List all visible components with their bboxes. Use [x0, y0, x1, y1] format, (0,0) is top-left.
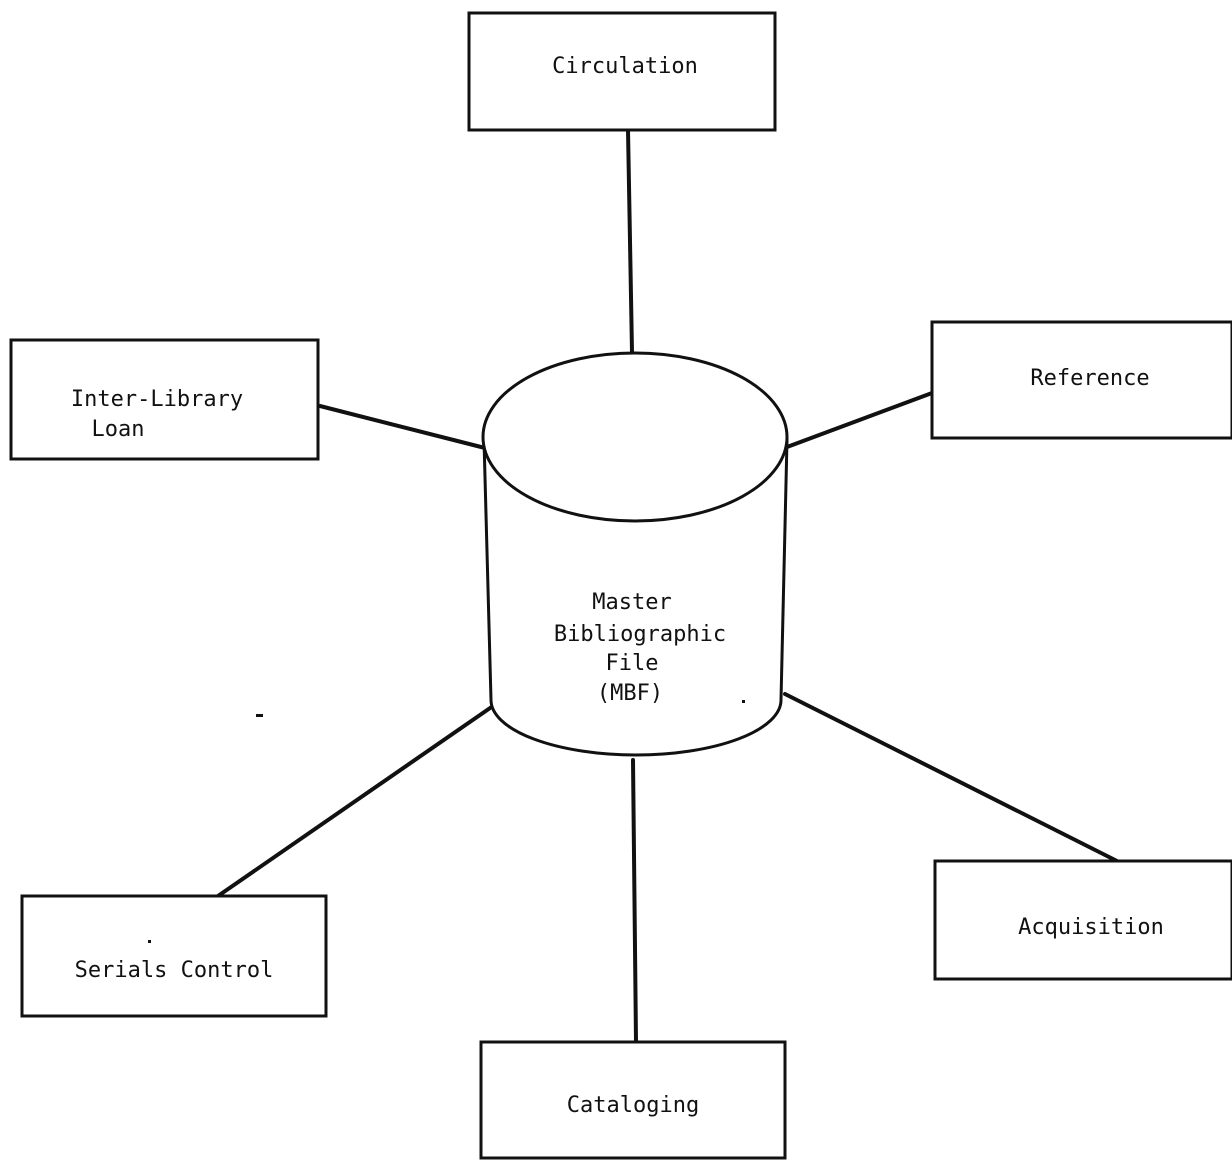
node-circulation-label: Circulation	[552, 54, 698, 79]
center-label-line-1: Master	[592, 590, 671, 615]
cylinder-top	[481, 351, 789, 523]
node-circulation-box	[467, 11, 777, 132]
node-acquisition: Acquisition	[933, 859, 1232, 981]
node-interlibrary-loan-box	[9, 338, 320, 461]
node-reference-label: Reference	[1030, 366, 1149, 391]
connector-acquisition	[783, 692, 1119, 863]
center-label-line-2: Bibliographic	[554, 622, 726, 647]
node-interlibrary-loan-label-line-2: Loan	[92, 417, 145, 442]
node-reference: Reference	[930, 320, 1232, 440]
connector-interlibrary-loan	[318, 404, 487, 450]
node-serials-control-label: Serials Control	[75, 958, 274, 983]
connector-reference	[785, 391, 934, 449]
cylinder-body	[482, 438, 789, 757]
scan-speck	[148, 940, 151, 943]
node-serials-control-box	[20, 894, 328, 1018]
node-cataloging: Cataloging	[479, 1040, 787, 1160]
center-label-line-3: File	[606, 651, 659, 676]
master-bibliographic-file-cylinder: Master Bibliographic File (MBF)	[481, 351, 789, 757]
node-acquisition-label: Acquisition	[1018, 915, 1164, 940]
connector-circulation	[626, 128, 634, 354]
node-circulation: Circulation	[467, 11, 777, 132]
scan-speck	[256, 714, 263, 717]
connector-serials-control	[216, 704, 495, 898]
node-interlibrary-loan-label-line-1: Inter-Library	[71, 387, 243, 412]
center-label-line-4: (MBF)	[597, 681, 663, 706]
node-cataloging-label: Cataloging	[567, 1093, 699, 1118]
node-reference-box	[930, 320, 1232, 440]
node-cataloging-box	[479, 1040, 787, 1160]
node-serials-control: Serials Control	[20, 894, 328, 1018]
node-interlibrary-loan: Inter-Library Loan	[9, 338, 320, 461]
scan-speck	[742, 700, 745, 703]
node-acquisition-box	[933, 859, 1232, 981]
connector-cataloging	[631, 758, 638, 1044]
